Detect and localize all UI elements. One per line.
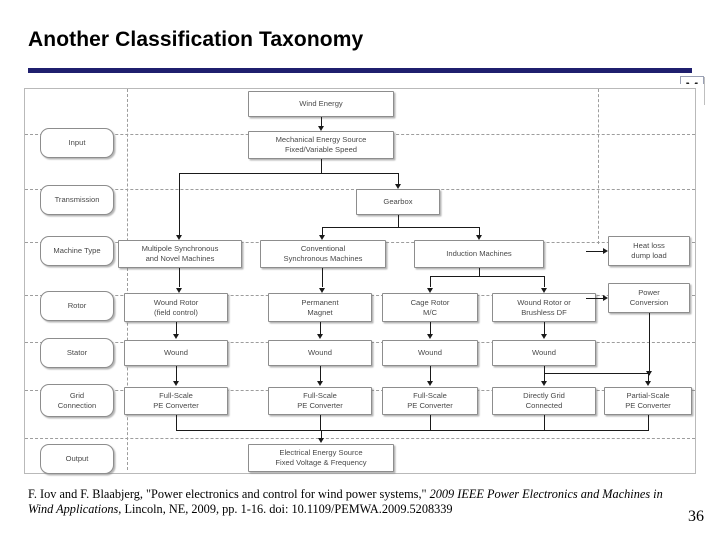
arrow-down <box>540 381 547 386</box>
connector <box>544 366 545 373</box>
connector <box>176 322 177 334</box>
node-induction-machines: Induction Machines <box>414 240 544 268</box>
connector <box>544 276 545 287</box>
arrow-down <box>316 381 323 386</box>
connector <box>398 173 399 184</box>
node-permanent-magnet: Permanent Magnet <box>268 293 372 322</box>
arrow-down <box>394 184 401 189</box>
node-full-scale-pe-converter-2: Full-Scale PE Converter <box>268 387 372 415</box>
connector <box>544 373 545 381</box>
band-divider <box>25 438 695 439</box>
aux-column-divider <box>598 89 599 244</box>
arrow-down <box>426 334 433 339</box>
node-stator-wound-4: Wound <box>492 340 596 366</box>
node-full-scale-pe-converter-3: Full-Scale PE Converter <box>382 387 478 415</box>
connector-bus <box>176 430 649 431</box>
arrow-down <box>426 287 433 293</box>
node-heat-loss-dump-load: Heat loss dump load <box>608 236 690 266</box>
node-stator-wound-1: Wound <box>124 340 228 366</box>
connector <box>544 415 545 430</box>
connector <box>179 173 180 235</box>
arrow-down <box>175 287 182 293</box>
connector <box>176 366 177 381</box>
node-full-scale-pe-converter-1: Full-Scale PE Converter <box>124 387 228 415</box>
row-label-input: Input <box>40 128 114 158</box>
connector <box>430 415 431 430</box>
caption: F. Iov and F. Blaabjerg, "Power electron… <box>28 487 688 517</box>
row-label-machine-type: Machine Type <box>40 236 114 266</box>
arrow-down <box>317 438 324 443</box>
arrow-down <box>318 235 325 240</box>
row-label-output: Output <box>40 444 114 474</box>
node-partial-scale-pe-converter: Partial-Scale PE Converter <box>604 387 692 415</box>
connector <box>544 322 545 334</box>
connector <box>321 159 322 173</box>
node-cage-rotor-mc: Cage Rotor M/C <box>382 293 478 322</box>
arrow-down <box>172 334 179 339</box>
arrow-down <box>316 334 323 339</box>
row-label-grid-connection: Grid Connection <box>40 384 114 417</box>
page-title: Another Classification Taxonomy <box>28 28 364 51</box>
connector <box>430 276 431 287</box>
arrow-down <box>540 334 547 339</box>
connector <box>322 268 323 287</box>
node-directly-grid-connected: Directly Grid Connected <box>492 387 596 415</box>
node-conventional-synchronous: Conventional Synchronous Machines <box>260 240 386 268</box>
connector <box>322 227 323 235</box>
connector <box>320 415 321 430</box>
connector <box>648 373 649 381</box>
connector <box>179 268 180 287</box>
node-wound-rotor-brushless-df: Wound Rotor or Brushless DF <box>492 293 596 322</box>
connector-bus <box>430 276 544 277</box>
connector <box>430 322 431 334</box>
page-number: 36 <box>688 508 704 525</box>
connector <box>586 298 604 299</box>
arrow-down <box>540 287 547 293</box>
caption-italic: 2009 IEEE Power Electronics and Machines… <box>28 487 663 516</box>
connector <box>479 227 480 235</box>
arrow-down <box>172 381 179 386</box>
connector-bus <box>322 227 479 228</box>
connector <box>586 251 604 252</box>
node-mechanical-energy-source: Mechanical Energy Source Fixed/Variable … <box>248 131 394 159</box>
node-wind-energy: Wind Energy <box>248 91 394 117</box>
connector <box>176 415 177 430</box>
node-stator-wound-2: Wound <box>268 340 372 366</box>
arrow-down <box>644 381 651 386</box>
title-divider <box>28 68 692 73</box>
row-label-transmission: Transmission <box>40 185 114 215</box>
connector <box>479 268 480 276</box>
arrow-right <box>603 294 608 301</box>
figure-border <box>24 88 696 474</box>
row-label-rotor: Rotor <box>40 291 114 321</box>
connector-bus <box>544 373 648 374</box>
arrow-down <box>317 126 324 131</box>
row-label-stator: Stator <box>40 338 114 368</box>
connector <box>430 366 431 381</box>
connector <box>321 430 322 438</box>
connector <box>649 313 650 375</box>
taxonomy-figure: Input Transmission Machine Type Rotor St… <box>20 84 704 480</box>
node-electrical-energy-source: Electrical Energy Source Fixed Voltage &… <box>248 444 394 472</box>
arrow-down <box>475 235 482 240</box>
caption-part1: F. Iov and F. Blaabjerg, "Power electron… <box>28 487 430 501</box>
arrow-down <box>645 371 652 376</box>
node-wound-rotor-field-control: Wound Rotor (field control) <box>124 293 228 322</box>
arrow-right <box>603 247 608 254</box>
connector <box>320 366 321 381</box>
node-multipole-synchronous: Multipole Synchronous and Novel Machines <box>118 240 242 268</box>
arrow-down <box>318 287 325 293</box>
arrow-down <box>175 235 182 240</box>
label-column-divider <box>127 89 128 470</box>
connector <box>648 415 649 430</box>
connector <box>321 117 322 126</box>
node-stator-wound-3: Wound <box>382 340 478 366</box>
connector <box>320 322 321 334</box>
connector-bus <box>179 173 399 174</box>
node-gearbox: Gearbox <box>356 189 440 215</box>
node-power-conversion: Power Conversion <box>608 283 690 313</box>
caption-part2: , Lincoln, NE, 2009, pp. 1-16. doi: 10.1… <box>118 502 453 516</box>
arrow-down <box>426 381 433 386</box>
connector <box>398 215 399 227</box>
